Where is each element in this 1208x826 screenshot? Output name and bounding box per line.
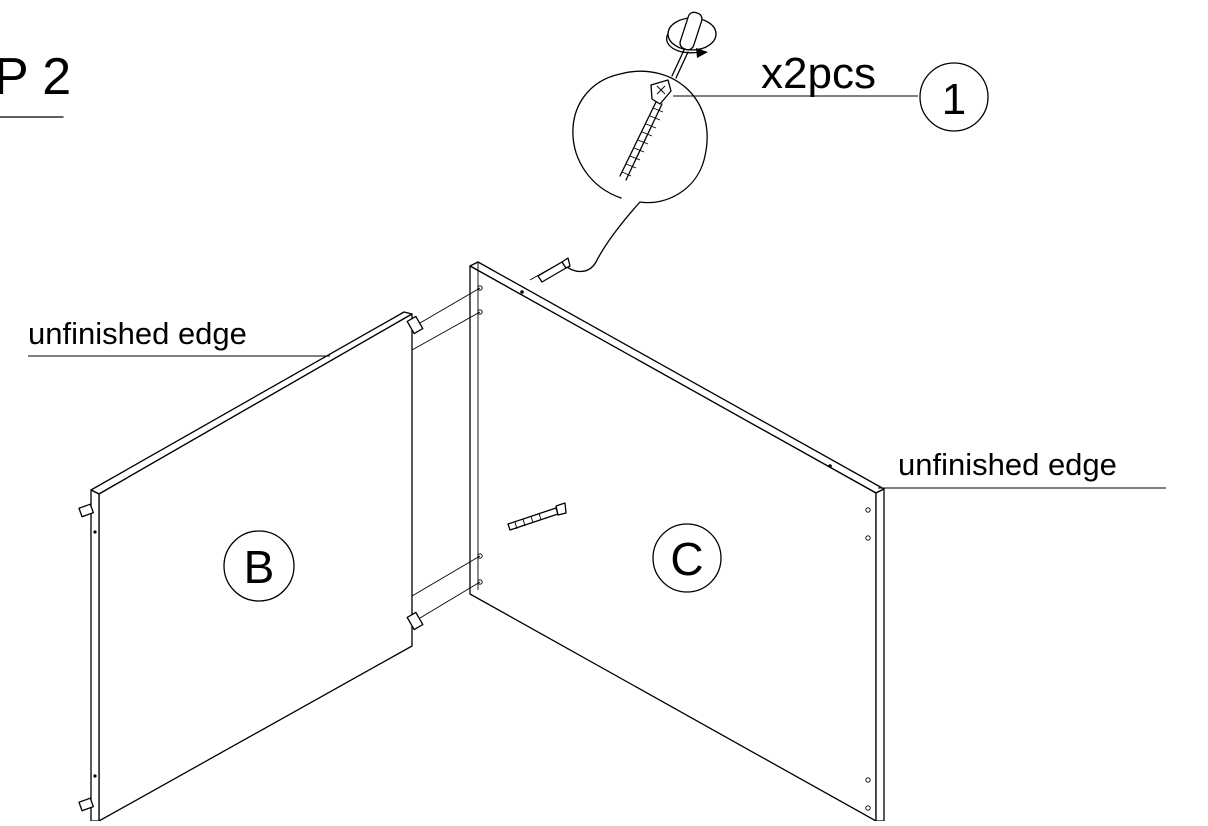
panel-c-label-circle bbox=[652, 523, 722, 593]
part-callout: x2pcs 1 bbox=[673, 49, 989, 132]
screw-icon bbox=[619, 79, 672, 181]
step-title-text: P 2 bbox=[0, 48, 71, 106]
quantity-label: x2pcs bbox=[761, 49, 876, 98]
detail-bubble-outline bbox=[565, 70, 708, 273]
screw-bottom bbox=[507, 502, 567, 531]
panel-b: B bbox=[90, 311, 413, 822]
panel-b-label: B bbox=[244, 541, 275, 593]
edge-note-right-text: unfinished edge bbox=[898, 447, 1117, 482]
panel-c-label: C bbox=[670, 533, 703, 585]
panel-c-side-edge bbox=[875, 488, 885, 822]
step-title: P 2 bbox=[0, 48, 71, 118]
panel-b-side-edge bbox=[90, 489, 100, 822]
part-number-text: 1 bbox=[942, 75, 966, 124]
detail-bubble bbox=[565, 11, 717, 273]
edge-note-left: unfinished edge bbox=[28, 316, 330, 357]
screw-top bbox=[537, 257, 571, 283]
edge-note-left-text: unfinished edge bbox=[28, 316, 247, 351]
panel-b-label-circle bbox=[223, 530, 295, 602]
edge-note-right: unfinished edge bbox=[878, 447, 1166, 489]
screwdriver-icon bbox=[666, 11, 717, 79]
part-number-circle bbox=[919, 62, 989, 132]
dowel-icon bbox=[78, 315, 424, 812]
panel-c: C bbox=[469, 261, 885, 822]
